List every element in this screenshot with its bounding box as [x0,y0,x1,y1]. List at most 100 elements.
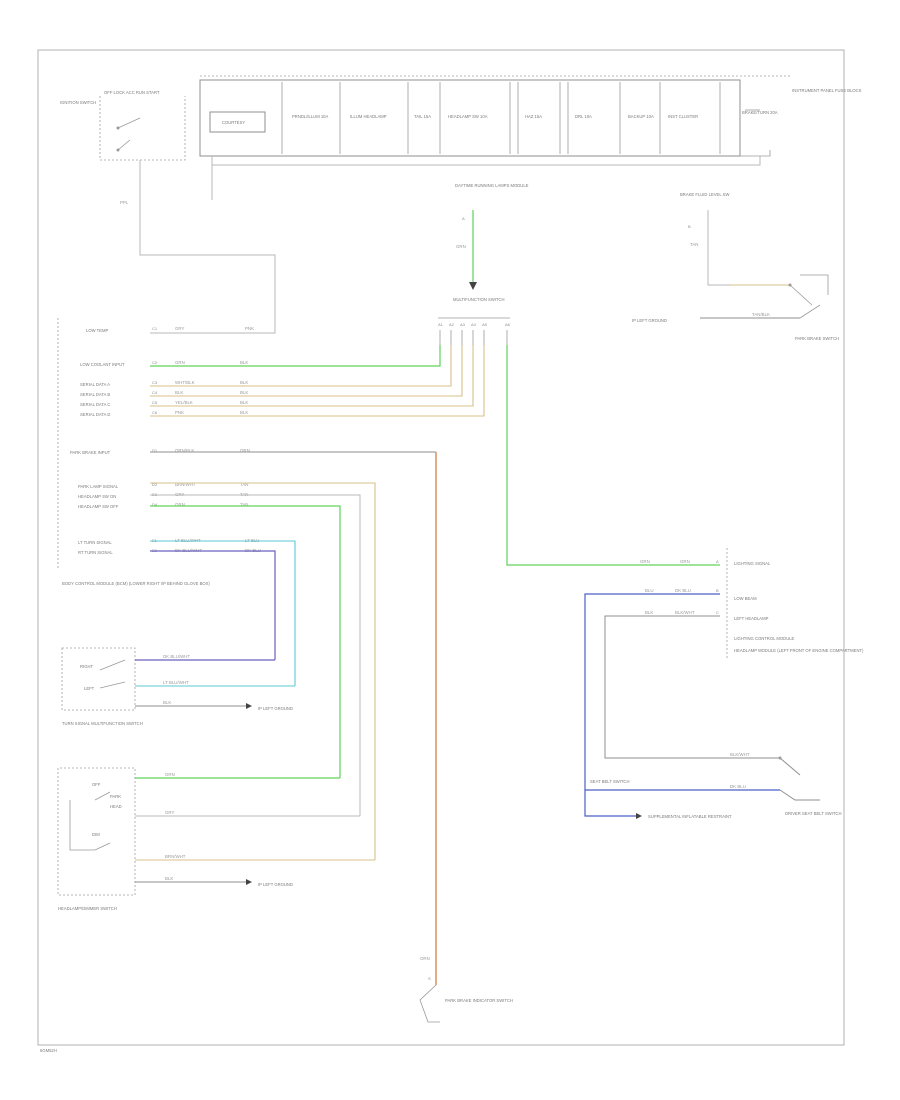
turn-switch-wire-1: LT BLU/WHT [163,680,189,685]
seat-belt-switch: BLK/WHT DK BLU SEAT BELT SWITCH DRIVER S… [585,752,841,819]
bcm-row-4: SERIAL DATA C C5 YEL/BLK BLK [80,400,248,407]
fuse-label-2: ILLUM HEADLAMP [350,114,387,119]
lamp-module-note: HEADLAMP MODULE (LEFT FRONT OF ENGINE CO… [734,648,864,653]
lamp-row-2: BLK BLK/WHT C LEFT HEADLAMP [604,610,780,759]
bcm-row-label: HEADLAMP SW OFF [78,504,119,509]
bcm-row-pin: C5 [152,400,158,405]
headlamp-wire-1: GRY [165,810,175,815]
bcm-row-wire2: TAN [240,482,248,487]
bcm-row-3: SERIAL DATA B C4 BLK BLK [80,390,248,397]
mf-pin-5: A6 [505,322,511,327]
lamp-row-wire2: DK BLU [675,588,691,593]
bcm-row-label: SERIAL DATA B [80,392,110,397]
fuse-label-7: BACKUP 10A [628,114,654,119]
bcm-row-wire2: ORN [240,448,250,453]
bcm-row-wire1: GRN [175,502,185,507]
lamp-row-label: LEFT HEADLAMP [734,616,769,621]
fuse-block-title: INSTRUMENT PANEL FUSE BLOCK [792,88,862,93]
multifunction-label: MULTIFUNCTION SWITCH [453,297,505,302]
drl-module-label: DAYTIME RUNNING LAMPS MODULE [455,183,529,188]
turn-switch-ground: IP LEFT GROUND [258,706,293,711]
mf-pin-1: A2 [449,322,455,327]
lamp-row-pin: C [716,610,719,615]
indicator-label: PARK BRAKE INDICATOR SWITCH [445,998,513,1003]
drl-module: DAYTIME RUNNING LAMPS MODULE A GRN [455,183,529,290]
bcm-row-9: HEADLAMP SW OFF D4 GRN TAN [78,502,248,509]
lamp-row-wire1: GRN [640,559,650,564]
lamp-row-1: BLU DK BLU B LOW BEAM [584,588,757,817]
bcm-row-label: PARK LAMP SIGNAL [78,484,119,489]
ignition-switch-title: IGNITION SWITCH [60,100,96,105]
ignition-switch: IGNITION SWITCH OFF LOCK ACC RUN START P… [60,90,276,325]
bcm-row-2: SERIAL DATA A C3 WHT/BLK BLK [80,380,248,387]
headlamp-wire-3: BLK [165,876,173,881]
headlamp-dimmer: DIM [92,832,100,837]
bcm-row-pin: D2 [152,482,158,487]
mf-pin-4: A5 [482,322,488,327]
brake-fluid-label: BRAKE FLUID LEVEL SW [680,192,729,197]
lamp-row-pin: B [716,588,719,593]
bcm-row-wire1: BLK [175,390,183,395]
seat-belt-wire-1: DK BLU [730,784,746,789]
park-brake-wire: TAN/BLK [752,312,770,317]
bcm-row-wire2: BLK [240,400,248,405]
bcm-row-pin: C1 [152,326,158,331]
bcm-row-label: LOW TEMP [86,328,108,333]
bcm-row-wire2: BLK [240,360,248,365]
bcm-row-wire2: BLK [240,410,248,415]
park-brake-ground: IP LEFT GROUND [632,318,667,323]
bcm-row-wire1: WHT/BLK [175,380,195,385]
lamp-row-wire2: GRN [680,559,690,564]
mf-pin-0: A1 [438,322,444,327]
bcm-row-pin: C3 [152,380,158,385]
lamp-row-label: LIGHTING SIGNAL [734,561,771,566]
bcm-row-wire1: GRN [175,360,185,365]
headlamp-wire-0: GRN [165,772,175,777]
fuse-label-0: COURTESY [222,120,245,125]
fuse-bus-wire [212,156,761,166]
seat-belt-wire-0: BLK/WHT [730,752,750,757]
park-brake-indicator: ORN S PARK BRAKE INDICATOR SWITCH [419,956,513,1023]
bcm-row-pin: D1 [152,448,158,453]
indicator-pin: S [428,976,431,981]
park-brake-switch: IP LEFT GROUND TAN/BLK PARK BRAKE SWITCH [632,304,839,341]
headlamp-ground: IP LEFT GROUND [258,882,293,887]
lamp-module: GRN GRN A LIGHTING SIGNAL BLU DK BLU B L… [506,345,864,817]
bcm-connector: LOW TEMP C1 GRY PNK LOW COOLANT INPUT C2… [57,318,485,985]
headlamp-wire-2: BRN/WHT [165,854,186,859]
fuse-label-4: HEADLAMP SW 10A [448,114,488,119]
bcm-row-wire1: ORN/BLK [175,448,194,453]
bcm-row-label: RT TURN SIGNAL [78,550,113,555]
headlamp-pos1: OFF [92,782,101,787]
bcm-row-pin: D4 [152,502,158,507]
bcm-row-wire2: PNK [245,326,254,331]
mf-pin-2: A3 [460,322,466,327]
bcm-row-label: HEADLAMP SW ON [78,494,116,499]
bcm-row-wire1: YEL/BLK [175,400,193,405]
fuse-block: COURTESY PRNDL/ILLUM 10A ILLUM HEADLAMP … [199,75,862,157]
lamp-row-pin: A [716,559,719,564]
lamp-module-title: LIGHTING CONTROL MODULE [734,636,795,641]
bcm-row-wire2: BLK [240,390,248,395]
lamp-row-0: GRN GRN A LIGHTING SIGNAL [640,559,771,566]
turn-switch-label: TURN SIGNAL MULTIFUNCTION SWITCH [62,721,143,726]
bcm-row-label: LT TURN SIGNAL [78,540,112,545]
bcm-row-5: SERIAL DATA D C6 PNK BLK [80,410,248,417]
fuse-label-6: DRL 10A [575,114,592,119]
ignition-positions: OFF LOCK ACC RUN START [104,90,160,95]
lamp-row-label: LOW BEAM [734,596,757,601]
bcm-row-pin: C4 [152,390,158,395]
bcm-row-label: SERIAL DATA D [80,412,110,417]
fuse-label-8: INST CLUSTER [668,114,698,119]
fuse-label-1: PRNDL/ILLUM 10A [292,114,329,119]
bcm-row-6: PARK BRAKE INPUT D1 ORN/BLK ORN [70,448,250,455]
brake-fluid-switch: BRAKE FLUID LEVEL SW B TAN [680,192,829,306]
turn-switch-left: LEFT [84,686,95,691]
bcm-note: BODY CONTROL MODULE (BCM) (LOWER RIGHT I… [62,581,210,586]
bcm-row-wire1: BRN/WHT [175,482,196,487]
fuse-label-9: BRAKE/TURN 20A [742,110,778,115]
headlamp-pos2: PARK [110,794,121,799]
seat-belt-label1: SEAT BELT SWITCH [590,779,629,784]
bcm-row-label: PARK BRAKE INPUT [70,450,111,455]
